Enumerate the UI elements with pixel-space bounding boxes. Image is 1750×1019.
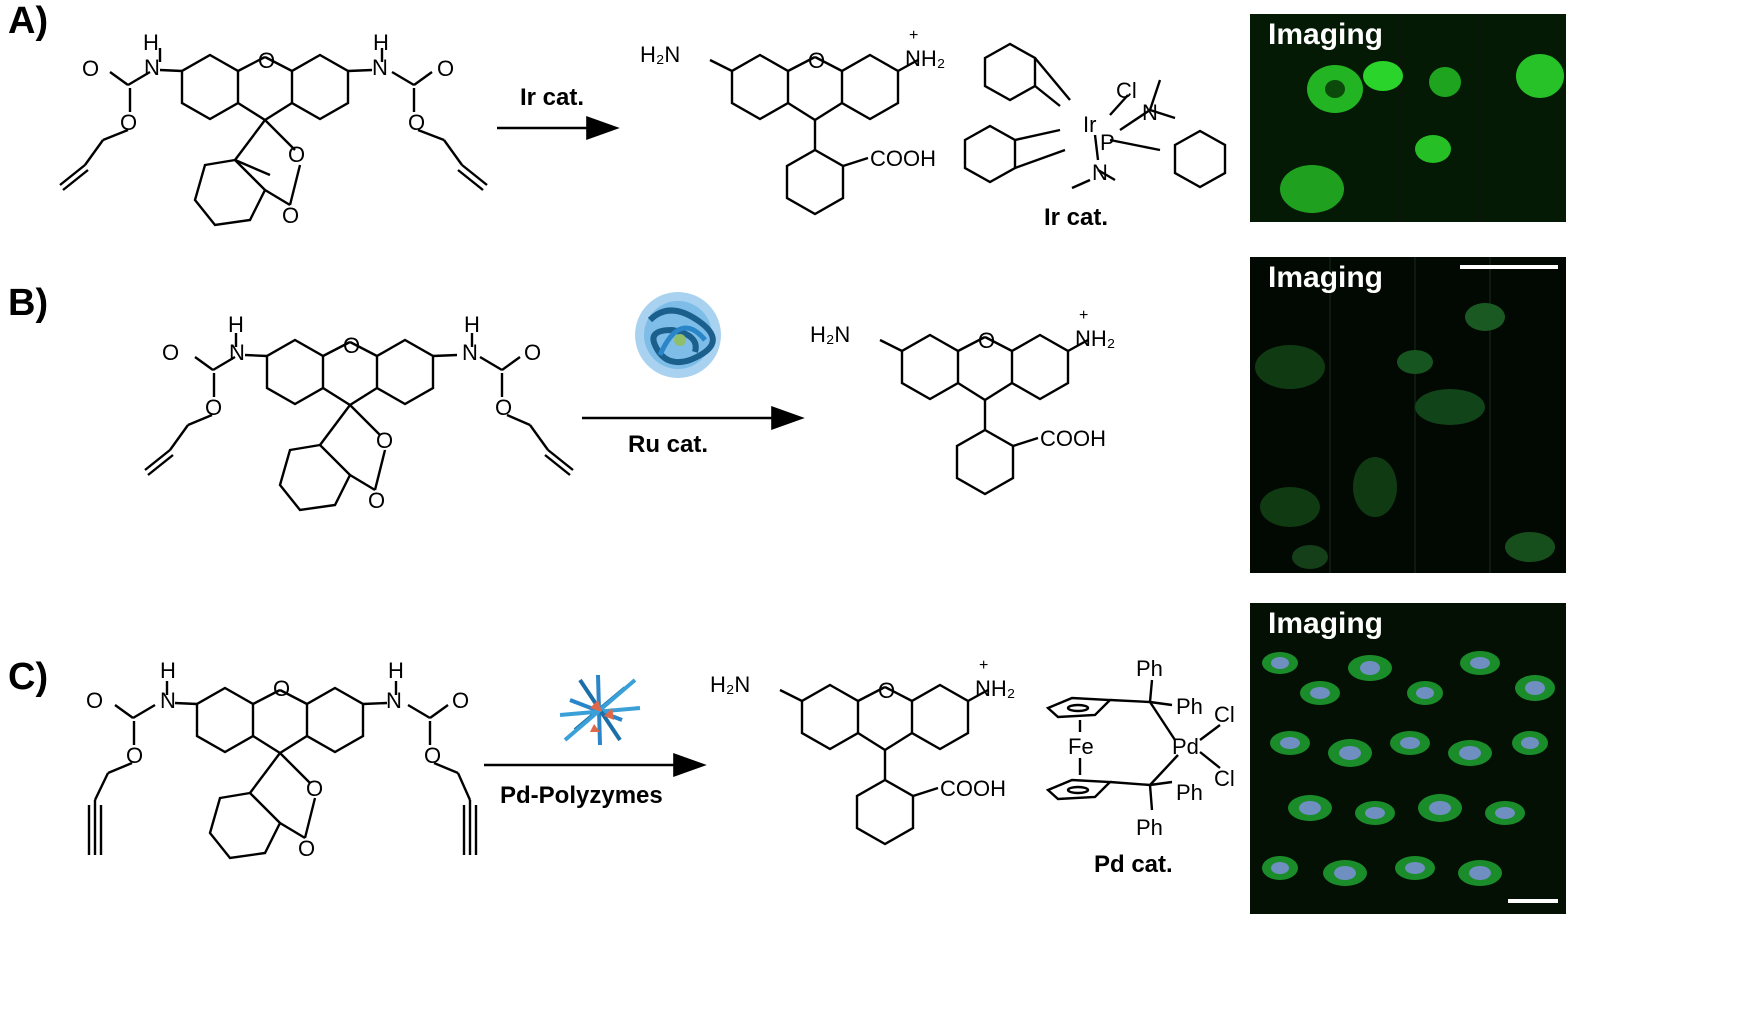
catalyst-label-b: Ru cat.: [628, 431, 708, 458]
atom-o: O: [126, 743, 143, 768]
atom-o: O: [343, 333, 360, 358]
atom-o: O: [82, 56, 99, 81]
atom-o: O: [524, 340, 541, 365]
atom-n: N: [1092, 160, 1108, 185]
atom-o: O: [368, 488, 385, 513]
atom-o: O: [452, 688, 469, 713]
panel-b-scheme: O H N O O H N O O O O Ru cat. O H₂N NH₂ …: [144, 292, 1115, 513]
pd-catalyst-structure: [1045, 679, 1221, 811]
reactant-a: [59, 48, 488, 227]
ir-catalyst-structure: [963, 42, 1227, 190]
atom-o: O: [162, 340, 179, 365]
catalyst-name-c: Pd cat.: [1094, 851, 1173, 878]
atom-h: H: [373, 30, 389, 55]
atom-o: O: [437, 56, 454, 81]
atom-n: N: [1142, 100, 1158, 125]
atom-o: O: [120, 110, 137, 135]
pd-polyzyme-icon: [559, 674, 641, 746]
atom-nh2: NH₂: [975, 676, 1015, 701]
atom-o: O: [878, 678, 895, 703]
atom-h2n: H₂N: [710, 672, 750, 697]
catalyst-name-a: Ir cat.: [1044, 204, 1108, 231]
atom-o: O: [258, 48, 275, 73]
reactant-c: [87, 681, 478, 860]
imaging-title-a: Imaging: [1268, 18, 1384, 51]
atom-ir: Ir: [1083, 112, 1096, 137]
atom-n: N: [386, 688, 402, 713]
atom-o: O: [408, 110, 425, 135]
panel-c-scheme: O H N O O H N O O O O Pd-Polyzymes O: [86, 656, 1235, 878]
atom-h: H: [388, 658, 404, 683]
imaging-panel-c: Imaging: [1250, 603, 1566, 914]
atom-n: N: [229, 340, 245, 365]
atom-cooh: COOH: [1040, 426, 1106, 451]
atom-ph: Ph: [1136, 656, 1163, 681]
atom-h: H: [160, 658, 176, 683]
product-a: [709, 53, 919, 216]
reactant-b: [144, 333, 574, 512]
atom-o: O: [282, 203, 299, 228]
atom-cl: Cl: [1116, 78, 1137, 103]
atom-o: O: [306, 776, 323, 801]
atom-plus: +: [1079, 307, 1088, 324]
atom-o: O: [288, 142, 305, 167]
catalyst-label-c: Pd-Polyzymes: [500, 782, 663, 809]
atom-nh2: NH₂: [905, 46, 945, 71]
panel-label-c: C): [8, 656, 49, 698]
atom-fe: Fe: [1068, 734, 1094, 759]
imaging-title-c: Imaging: [1268, 607, 1384, 640]
product-c: [779, 683, 989, 846]
atom-ph: Ph: [1136, 815, 1163, 840]
atom-cl: Cl: [1214, 766, 1235, 791]
imaging-panel-a: Imaging: [1250, 14, 1566, 222]
imaging-title-b: Imaging: [1268, 261, 1384, 294]
atom-plus: +: [909, 27, 918, 44]
catalyst-label-a: Ir cat.: [520, 84, 584, 111]
atom-n: N: [144, 55, 160, 80]
atom-n: N: [160, 688, 176, 713]
atom-n: N: [372, 55, 388, 80]
atom-cl: Cl: [1214, 702, 1235, 727]
atom-h2n: H₂N: [810, 322, 850, 347]
atom-pd: Pd: [1172, 734, 1199, 759]
atom-h: H: [464, 312, 480, 337]
atom-ph: Ph: [1176, 780, 1203, 805]
atom-o: O: [424, 743, 441, 768]
atom-plus: +: [979, 657, 988, 674]
atom-h: H: [228, 312, 244, 337]
atom-ph: Ph: [1176, 694, 1203, 719]
atom-o: O: [86, 688, 103, 713]
atom-h2n: H₂N: [640, 42, 680, 67]
atom-o: O: [808, 48, 825, 73]
imaging-panel-b: Imaging: [1250, 257, 1566, 573]
product-b: [879, 333, 1089, 496]
panel-label-a: A): [8, 0, 49, 42]
atom-h: H: [143, 30, 159, 55]
atom-o: O: [978, 328, 995, 353]
atom-cooh: COOH: [870, 146, 936, 171]
atom-o: O: [273, 676, 290, 701]
atom-o: O: [495, 395, 512, 420]
panel-label-b: B): [8, 282, 49, 324]
atom-o: O: [205, 395, 222, 420]
atom-n: N: [462, 340, 478, 365]
panel-a-scheme: O H N O O H N O O O O Ir cat. O H₂N NH₂ …: [59, 27, 1227, 231]
atom-nh2: NH₂: [1075, 326, 1115, 351]
atom-cooh: COOH: [940, 776, 1006, 801]
ru-nanoparticle-icon: [635, 292, 721, 378]
atom-p: P: [1100, 130, 1115, 155]
atom-o: O: [376, 428, 393, 453]
atom-o: O: [298, 836, 315, 861]
